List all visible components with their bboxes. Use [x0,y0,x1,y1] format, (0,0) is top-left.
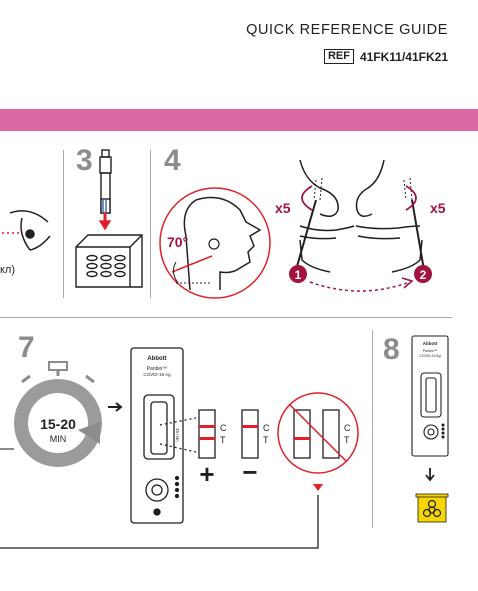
step8-card-brand: Abbott [423,341,438,346]
divider-step3-left [63,150,64,298]
eye-illustration [2,210,51,251]
step-number-7: 7 [18,331,35,364]
repeat-right-label: x5 [430,200,446,216]
arrow-down-icon [425,468,435,482]
head-tilt-illustration [159,187,271,299]
partial-step-label: кл) [0,264,16,276]
section-band [0,109,478,131]
nostril-2-label: 2 [420,268,427,282]
timer-time: 15-20 [40,416,76,432]
ref-codes: 41FK11/41FK21 [359,49,448,64]
negative-c-label: C [263,423,270,433]
step-number-3: 3 [76,144,93,177]
timer-icon [14,361,102,467]
invalid-c-label: C [344,423,351,433]
positive-sign: + [199,459,214,489]
step8-card [411,335,449,457]
step-number-4: 4 [164,144,181,177]
negative-t-label: T [263,435,269,445]
step-number-8: 8 [383,333,400,366]
arrow-right-icon [108,402,123,412]
divider-horizontal [0,317,452,318]
positive-c-label: C [220,423,227,433]
divider-step3-right [150,150,151,298]
card-brand: Abbott [147,356,166,362]
nostril-2-marker [414,265,432,283]
reference-line: REF 41FK11/41FK21 [323,49,448,64]
biohazard-bin-icon [415,493,449,523]
timer-unit: MIN [50,434,67,444]
step8-card-product: Panbio™ [423,349,437,353]
nostril-1-marker [289,265,307,283]
ref-label: REF [323,49,354,64]
invalid-t-label: T [344,435,350,445]
result-invalid [0,392,359,549]
test-card [130,347,197,524]
card-product: Panbio™ [147,366,168,372]
result-positive [198,409,216,459]
nostril-1-label: 1 [295,268,302,282]
divider-step8 [372,330,373,528]
negative-sign: − [242,457,257,487]
card-product-sub: COVID-19 Ag [143,372,171,377]
repeat-left-label: x5 [275,200,291,216]
result-negative [241,409,259,459]
card-side-text: 15 min [175,428,180,442]
positive-t-label: T [220,435,226,445]
nostril-illustration [295,159,425,292]
guide-title: QUICK REFERENCE GUIDE [246,22,448,38]
step3-illustration [75,149,143,288]
angle-label: 70° [167,234,188,250]
step8-card-product-sub: COVID-19 Ag [419,354,440,358]
